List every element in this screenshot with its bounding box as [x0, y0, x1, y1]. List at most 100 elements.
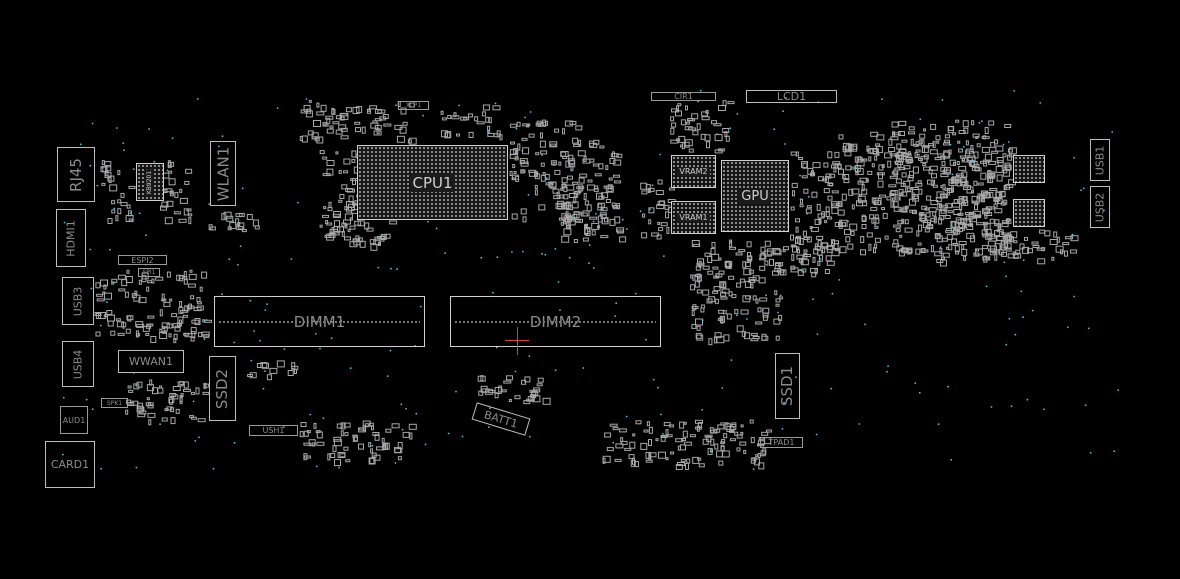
smd-part	[1004, 124, 1012, 128]
smd-part	[716, 450, 724, 458]
smd-part	[375, 109, 383, 114]
smd-part	[668, 187, 675, 191]
smd-part	[922, 163, 927, 167]
via	[196, 98, 199, 100]
smd-part	[336, 423, 343, 429]
smd-part	[120, 192, 125, 198]
gpu-chip[interactable]: GPU	[721, 160, 789, 232]
via	[1066, 326, 1069, 329]
smd-part	[800, 259, 809, 266]
usb-controller-chip-b[interactable]	[1013, 199, 1045, 227]
smd-part	[670, 139, 679, 144]
card1-connector[interactable]: CARD1	[45, 441, 95, 488]
via	[208, 203, 211, 206]
smd-part	[757, 440, 765, 446]
usb1-connector[interactable]: USB1	[1090, 139, 1110, 181]
smd-part	[825, 211, 830, 217]
dimm2-slot[interactable]: DIMM2	[450, 296, 661, 347]
ssd1-slot[interactable]: SSD1	[775, 353, 800, 419]
smd-part	[161, 201, 169, 208]
smd-part	[612, 151, 615, 158]
smd-part	[372, 120, 378, 124]
smd-part	[857, 180, 864, 185]
via	[1113, 450, 1116, 453]
smd-part	[734, 431, 739, 436]
wlan1-slot[interactable]: WLAN1	[210, 141, 236, 206]
vram2-chip[interactable]: VRAM2	[671, 155, 716, 188]
smd-part	[616, 229, 624, 234]
smd-part	[166, 200, 174, 207]
smd-part	[803, 237, 810, 240]
smd-part	[358, 443, 364, 450]
via	[773, 128, 776, 131]
smd-part	[740, 431, 744, 435]
tpad1-connector[interactable]: TPAD1	[760, 437, 803, 448]
smd-part	[831, 164, 838, 169]
espi2-header[interactable]: ESPI2	[118, 255, 167, 265]
via	[419, 305, 422, 308]
smd-part	[366, 227, 374, 232]
hdmi1-connector[interactable]: HDMI1	[56, 209, 86, 267]
smd-part	[619, 236, 627, 243]
cpu1-chip[interactable]: CPU1	[357, 145, 508, 220]
smd-part	[345, 107, 352, 113]
smd-part	[743, 268, 752, 276]
via	[192, 400, 195, 403]
via	[709, 450, 712, 453]
smd-part	[930, 245, 934, 253]
smd-part	[987, 171, 991, 179]
via	[544, 253, 547, 256]
ush1-connector[interactable]: USH1	[249, 425, 298, 436]
via	[1005, 343, 1008, 346]
smd-part	[802, 162, 808, 169]
smd-part	[802, 230, 807, 237]
dimm1-slot[interactable]: DIMM1	[214, 296, 425, 347]
smd-part	[798, 157, 804, 160]
smd-part	[871, 197, 879, 204]
via	[615, 302, 618, 305]
smd-part	[886, 196, 892, 201]
smd-part	[540, 132, 543, 139]
smd-part	[408, 423, 417, 430]
via	[241, 187, 244, 190]
usb3-connector[interactable]: USB3	[62, 277, 94, 325]
smd-part	[166, 406, 173, 411]
smd-part	[720, 445, 725, 451]
kbc-chip[interactable]: KB9201	[136, 163, 164, 201]
ssd2-slot[interactable]: SSD2	[209, 356, 236, 421]
smd-part	[628, 454, 635, 460]
spi1-header[interactable]: SPI1	[138, 268, 160, 277]
smd-part	[648, 452, 657, 458]
via	[145, 234, 147, 237]
smd-part	[1001, 220, 1009, 224]
smd-part	[95, 331, 101, 337]
smd-part	[576, 186, 585, 190]
smd-part	[349, 217, 353, 221]
via	[1039, 102, 1042, 104]
lcd1-connector[interactable]: LCD1	[746, 90, 837, 103]
smd-part	[961, 196, 968, 204]
spk1-connector[interactable]: SPK1	[101, 398, 128, 408]
smd-part	[893, 224, 902, 228]
smd-part	[528, 133, 535, 138]
cir1-connector[interactable]: CIR1	[651, 92, 716, 101]
usb4-connector[interactable]: USB4	[62, 341, 94, 387]
smd-part	[697, 258, 704, 266]
smd-part	[565, 160, 570, 168]
wwan1-slot[interactable]: WWAN1	[118, 350, 184, 373]
vram1-chip[interactable]: VRAM1	[671, 201, 716, 234]
smd-part	[687, 127, 696, 131]
smd-part	[866, 232, 873, 238]
via	[1111, 131, 1114, 133]
smd-part	[837, 164, 842, 170]
smd-part	[877, 180, 884, 188]
smd-part	[706, 141, 710, 149]
rj45-connector[interactable]: RJ45	[57, 147, 95, 202]
via	[528, 435, 531, 438]
smd-part	[409, 432, 413, 440]
usb2-connector[interactable]: USB2	[1090, 186, 1110, 228]
aud1-connector[interactable]: AUD1	[60, 406, 88, 434]
xcp1-header[interactable]: XCP1	[398, 101, 429, 110]
usb-controller-chip-a[interactable]	[1013, 155, 1045, 183]
smd-part	[909, 209, 917, 213]
